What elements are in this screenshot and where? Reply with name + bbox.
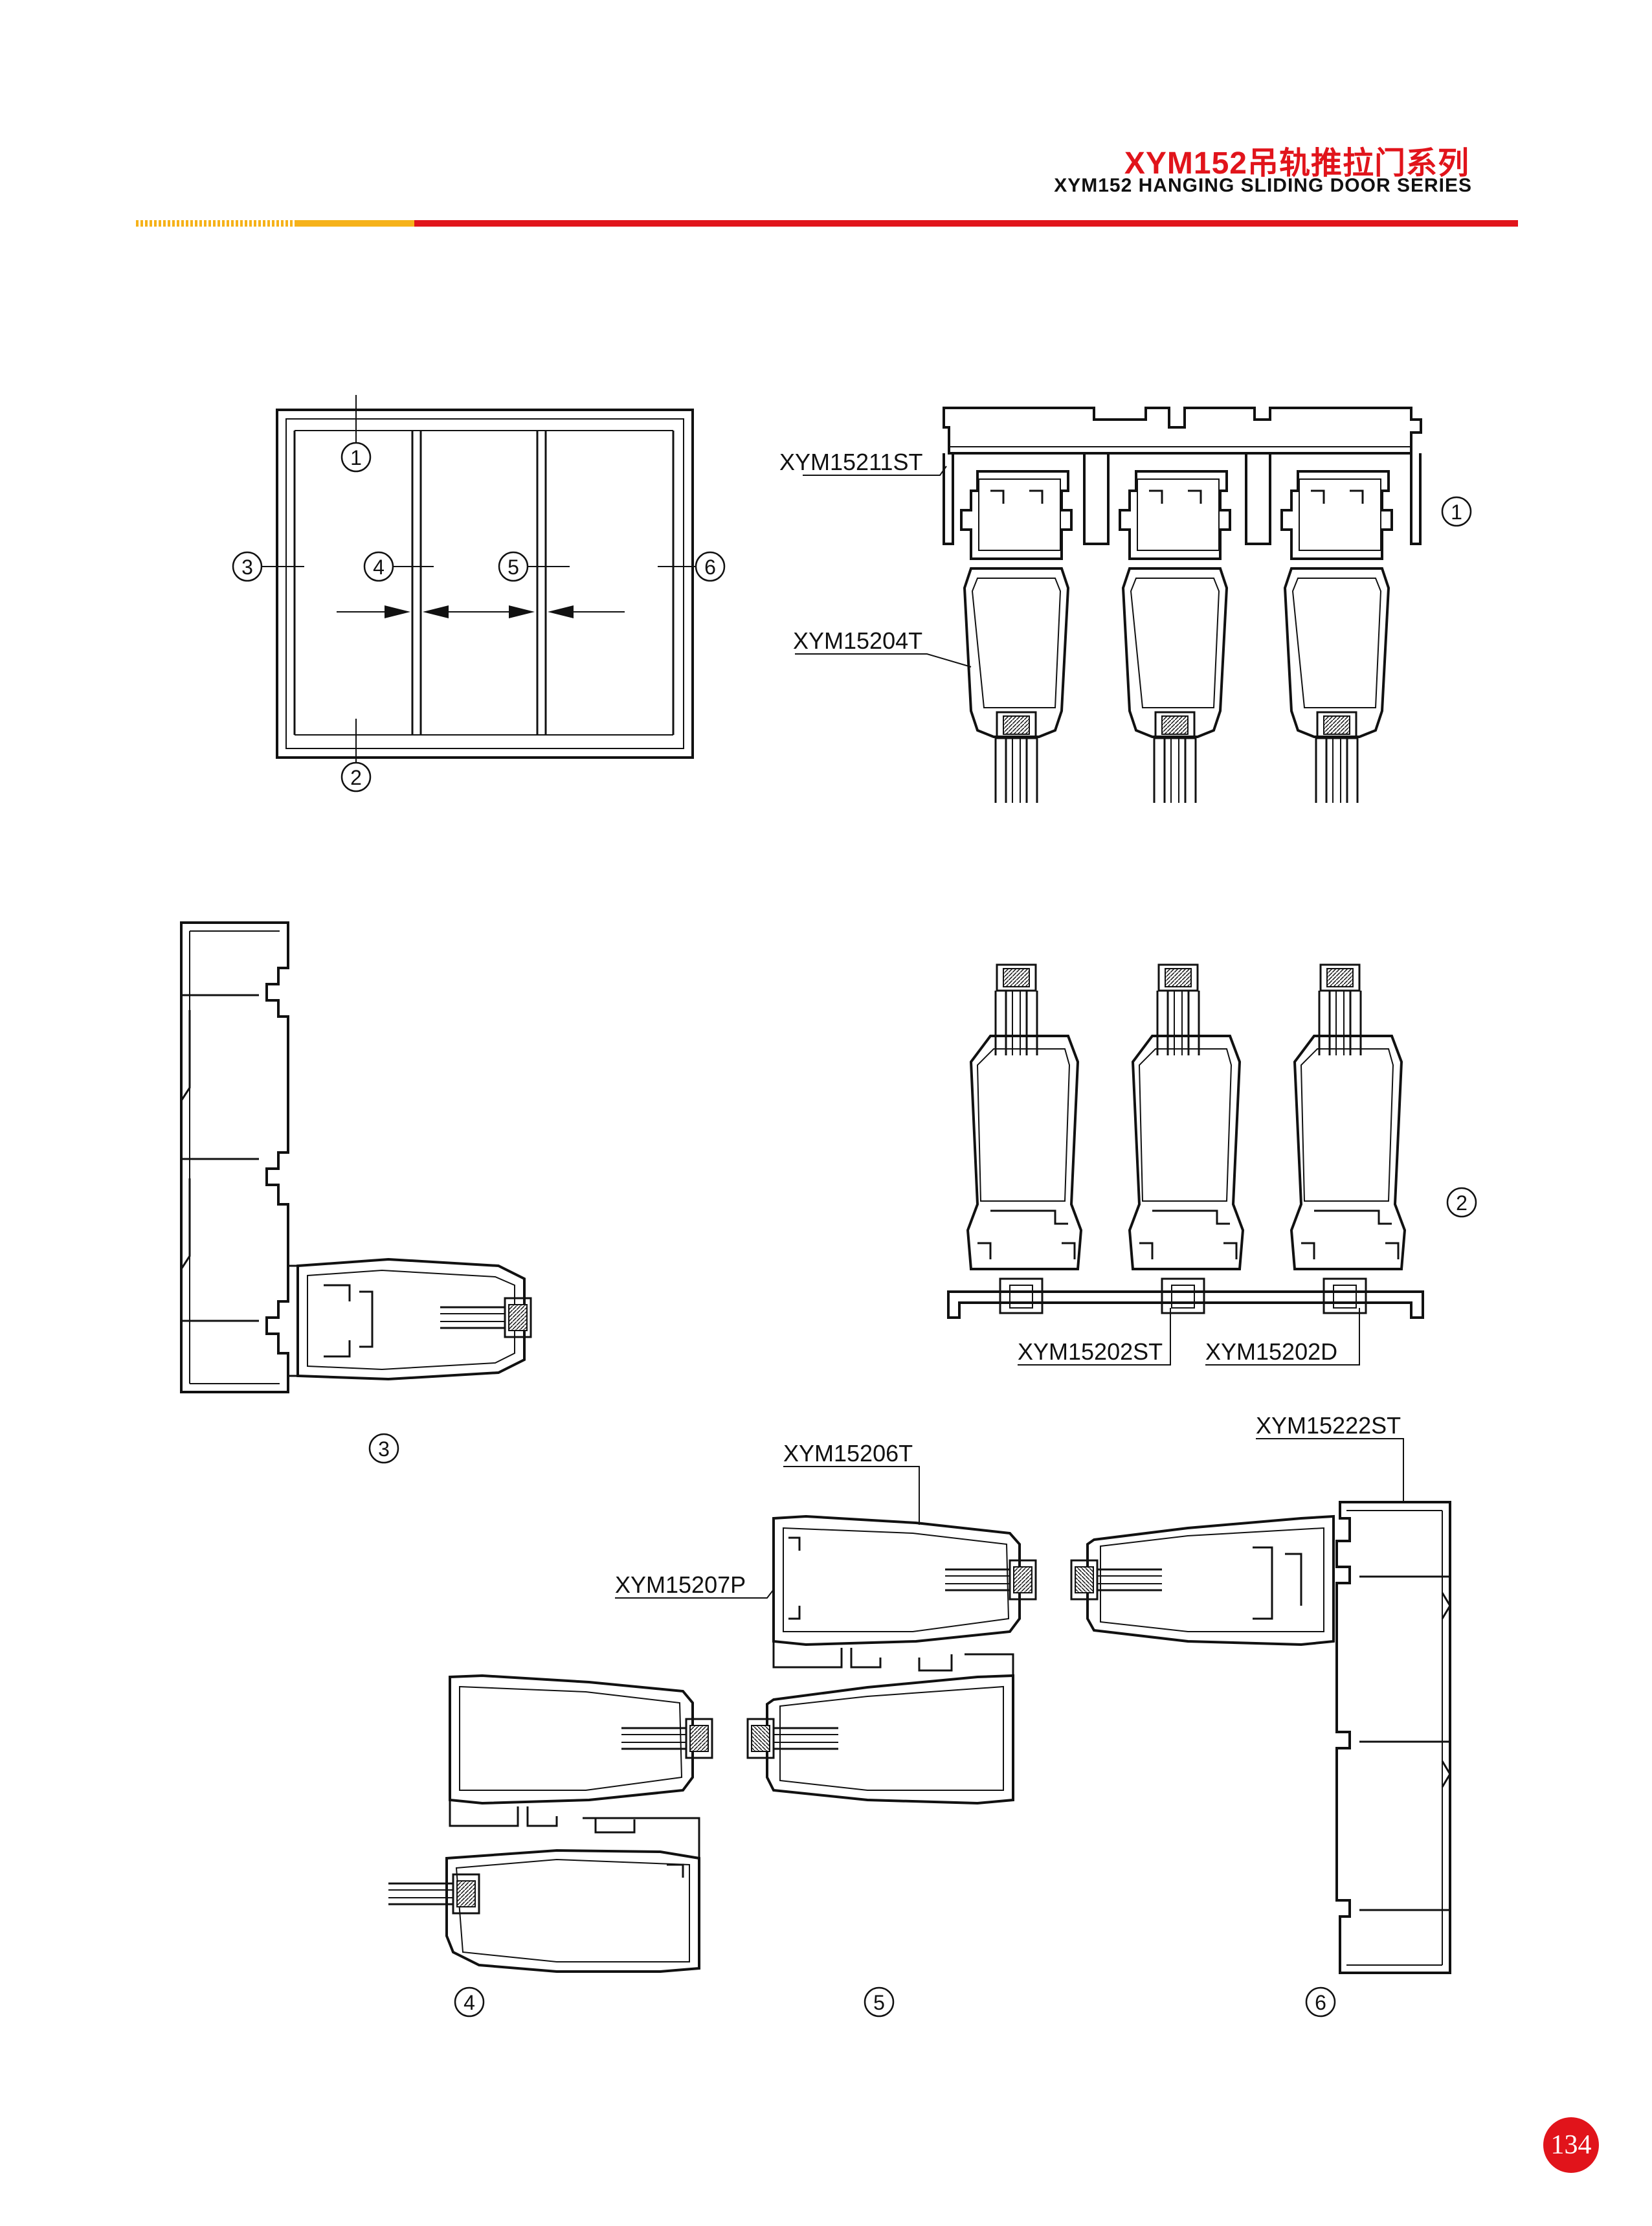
elevation-arrows bbox=[385, 605, 574, 618]
callout-2-marker bbox=[1446, 1187, 1477, 1218]
callout-5-elevation: 5 bbox=[508, 556, 519, 579]
callout-6-section: 6 bbox=[1315, 1991, 1326, 2014]
bottom-glass-3 bbox=[1318, 963, 1362, 1057]
section-2-leaders bbox=[1018, 1308, 1360, 1366]
bottom-glass-2 bbox=[1156, 963, 1200, 1057]
callout-3-elevation: 3 bbox=[241, 556, 253, 579]
top-glass-2 bbox=[1153, 711, 1197, 804]
callout-4-marker bbox=[454, 1986, 485, 2018]
section-5-interlock-lower bbox=[449, 1653, 1014, 1827]
top-sash-3 bbox=[1280, 470, 1393, 738]
callout-5-section: 5 bbox=[873, 1991, 885, 2014]
end-glass bbox=[387, 1873, 480, 1915]
callout-4-section: 4 bbox=[463, 1991, 475, 2014]
bottom-glass-1 bbox=[994, 963, 1038, 1057]
label-interlock-sash: XYM15206T bbox=[783, 1440, 913, 1467]
section-4-end-sash bbox=[445, 1817, 700, 1973]
interlock-glass-lower-b bbox=[746, 1718, 840, 1759]
label-top-track: XYM15211ST bbox=[779, 449, 922, 475]
callout-2-section: 2 bbox=[1456, 1191, 1468, 1215]
interlock-glass-upper-b bbox=[1070, 1559, 1163, 1601]
callout-1-marker bbox=[1441, 496, 1472, 527]
page-number-badge: 134 bbox=[1543, 2117, 1599, 2173]
callout-2-elevation: 2 bbox=[350, 766, 362, 789]
top-glass-3 bbox=[1315, 711, 1359, 804]
side-glass bbox=[439, 1297, 532, 1338]
callout-1-section: 1 bbox=[1451, 500, 1462, 524]
label-bottom-track: XYM15202ST bbox=[1018, 1338, 1163, 1365]
header-rule-red bbox=[414, 220, 1518, 227]
top-sash-1 bbox=[960, 470, 1073, 738]
section-1-leaders bbox=[795, 466, 972, 668]
label-bottom-guide: XYM15202D bbox=[1205, 1338, 1337, 1365]
page-title-en: XYM152 HANGING SLIDING DOOR SERIES bbox=[1054, 175, 1472, 196]
section-5-interlock-upper bbox=[772, 1514, 1335, 1669]
label-sash-top: XYM15204T bbox=[793, 627, 922, 654]
callout-3-section: 3 bbox=[378, 1437, 390, 1461]
callout-3-marker bbox=[368, 1433, 399, 1464]
section-3-side-jamb bbox=[180, 921, 526, 1393]
elevation-diagram bbox=[262, 395, 699, 764]
page-title-cn: XYM152吊轨推拉门系列 bbox=[1124, 146, 1469, 181]
section-2-bottom-sashes bbox=[947, 1035, 1424, 1319]
callout-6-elevation: 6 bbox=[704, 556, 716, 579]
label-side-frame: XYM15222ST bbox=[1256, 1412, 1401, 1439]
callout-5-marker bbox=[864, 1986, 895, 2018]
header-rule-yellow bbox=[295, 220, 414, 227]
top-sash-2 bbox=[1119, 470, 1231, 738]
callout-1-elevation: 1 bbox=[350, 446, 362, 469]
section-6-side-frame bbox=[1335, 1501, 1451, 1974]
header-rule-dotted bbox=[136, 220, 295, 227]
interlock-glass-upper-a bbox=[944, 1559, 1037, 1601]
callout-4-elevation: 4 bbox=[373, 556, 385, 579]
top-glass-1 bbox=[994, 711, 1038, 804]
elevation-callouts bbox=[232, 442, 726, 793]
section-1-top-track bbox=[943, 407, 1422, 545]
bottom-leaders bbox=[615, 1438, 1404, 1599]
callout-6-marker bbox=[1305, 1986, 1336, 2018]
label-interlock-cover: XYM15207P bbox=[615, 1571, 746, 1598]
interlock-glass-lower-a bbox=[620, 1718, 713, 1759]
